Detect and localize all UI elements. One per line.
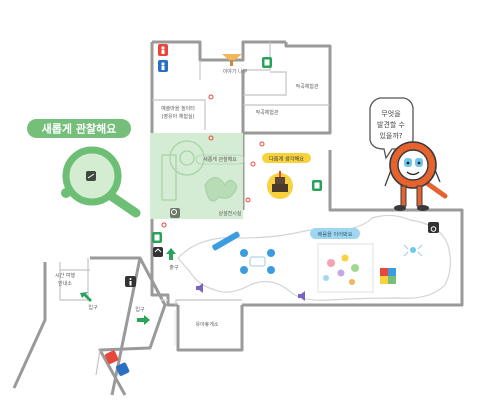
speech-line-3: 있을까? (379, 131, 402, 140)
wheelchair-icon (428, 222, 439, 233)
exit-mid-label: 입구 (135, 306, 145, 313)
toilet-icon (105, 350, 130, 376)
arrow-right-icon (137, 315, 150, 325)
emergency-exit-icon (262, 57, 272, 68)
workshop-mid-label: 작곡체험관 (255, 109, 278, 116)
emergency-exit-icon (152, 232, 162, 243)
nursing-label: 유아휴게소 (195, 321, 218, 328)
toilet-icon (158, 44, 168, 72)
blue-exhibits (212, 231, 423, 274)
magnifier-large-icon (61, 146, 141, 218)
play-room-label-1: 예술마을 놀이터 (161, 105, 195, 112)
magnifier-icon (170, 208, 180, 218)
color-dots-display (317, 243, 374, 293)
green-room-label: 새롭게 관찰해요 (203, 156, 237, 163)
exit-right-label: 출구 (169, 264, 179, 271)
green-zone-area (150, 133, 243, 219)
arrow-up-icon (166, 248, 176, 260)
cake-icon (267, 171, 293, 199)
green-zone-exhibits (161, 140, 238, 202)
puzzle-exhibit (380, 268, 396, 284)
red-dot-markers (161, 94, 265, 228)
floor-walls (12, 40, 464, 396)
speech-line-2: 발견할 수 (377, 120, 406, 129)
tree-label: 이야기 나무 (223, 68, 248, 75)
speech-line-1: 무엇을 (381, 109, 401, 118)
time-info-label-1: 시간 여행 (55, 272, 75, 279)
zone-badge-text: 새롭게 관찰해요 (42, 122, 117, 136)
sound-icon (196, 283, 305, 301)
arrow-diagonal-icon (80, 292, 92, 302)
play-room-label-2: (영유아 체험실) (161, 113, 194, 120)
exhibit-outline (177, 214, 451, 301)
learn-badge-text: 배움을 이어봐요 (317, 230, 352, 238)
workshop-top-label: 작곡체험관 (295, 83, 318, 90)
speech-bubble: 무엇을 발견할 수 있을까? (369, 97, 414, 160)
corridor-hatch (160, 299, 176, 345)
mascot-icon (384, 141, 448, 211)
zone-badge: 새롭게 관찰해요 (27, 119, 131, 138)
exit-left-label: 입구 (88, 304, 98, 311)
tree-icon (222, 54, 242, 66)
green-room-label-pill (195, 154, 245, 165)
elevator-icon (153, 247, 163, 257)
gallery-label: 상설전시실 (218, 210, 241, 217)
learn-badge: 배움을 이어봐요 (310, 228, 360, 239)
hint-badge: 다음게 생각해요 (262, 153, 311, 163)
time-info-label-2: 안내소 (58, 280, 72, 287)
hint-badge-text: 다음게 생각해요 (269, 155, 304, 163)
info-icon (125, 276, 136, 287)
emergency-exit-icon (312, 180, 322, 191)
